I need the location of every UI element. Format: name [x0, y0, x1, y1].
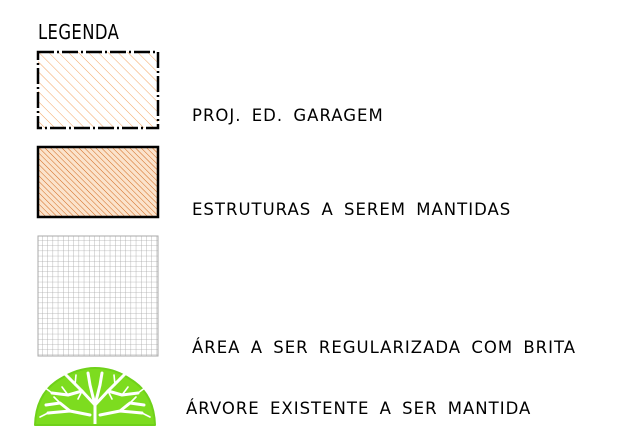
- garage-project-label: PROJ. ED. GARAGEM: [192, 106, 384, 125]
- existing-tree-label: ÁRVORE EXISTENTE A SER MANTIDA: [186, 399, 532, 418]
- gravel-area-label: ÁREA A SER REGULARIZADA COM BRITA: [192, 338, 577, 357]
- garage-project-swatch: [36, 50, 160, 130]
- gravel-area-swatch: [37, 235, 159, 357]
- tree-icon: [34, 367, 156, 427]
- kept-structures-label: ESTRUTURAS A SEREM MANTIDAS: [192, 200, 512, 219]
- kept-structures-swatch: [36, 145, 160, 219]
- legend-title: LEGENDA: [38, 20, 120, 44]
